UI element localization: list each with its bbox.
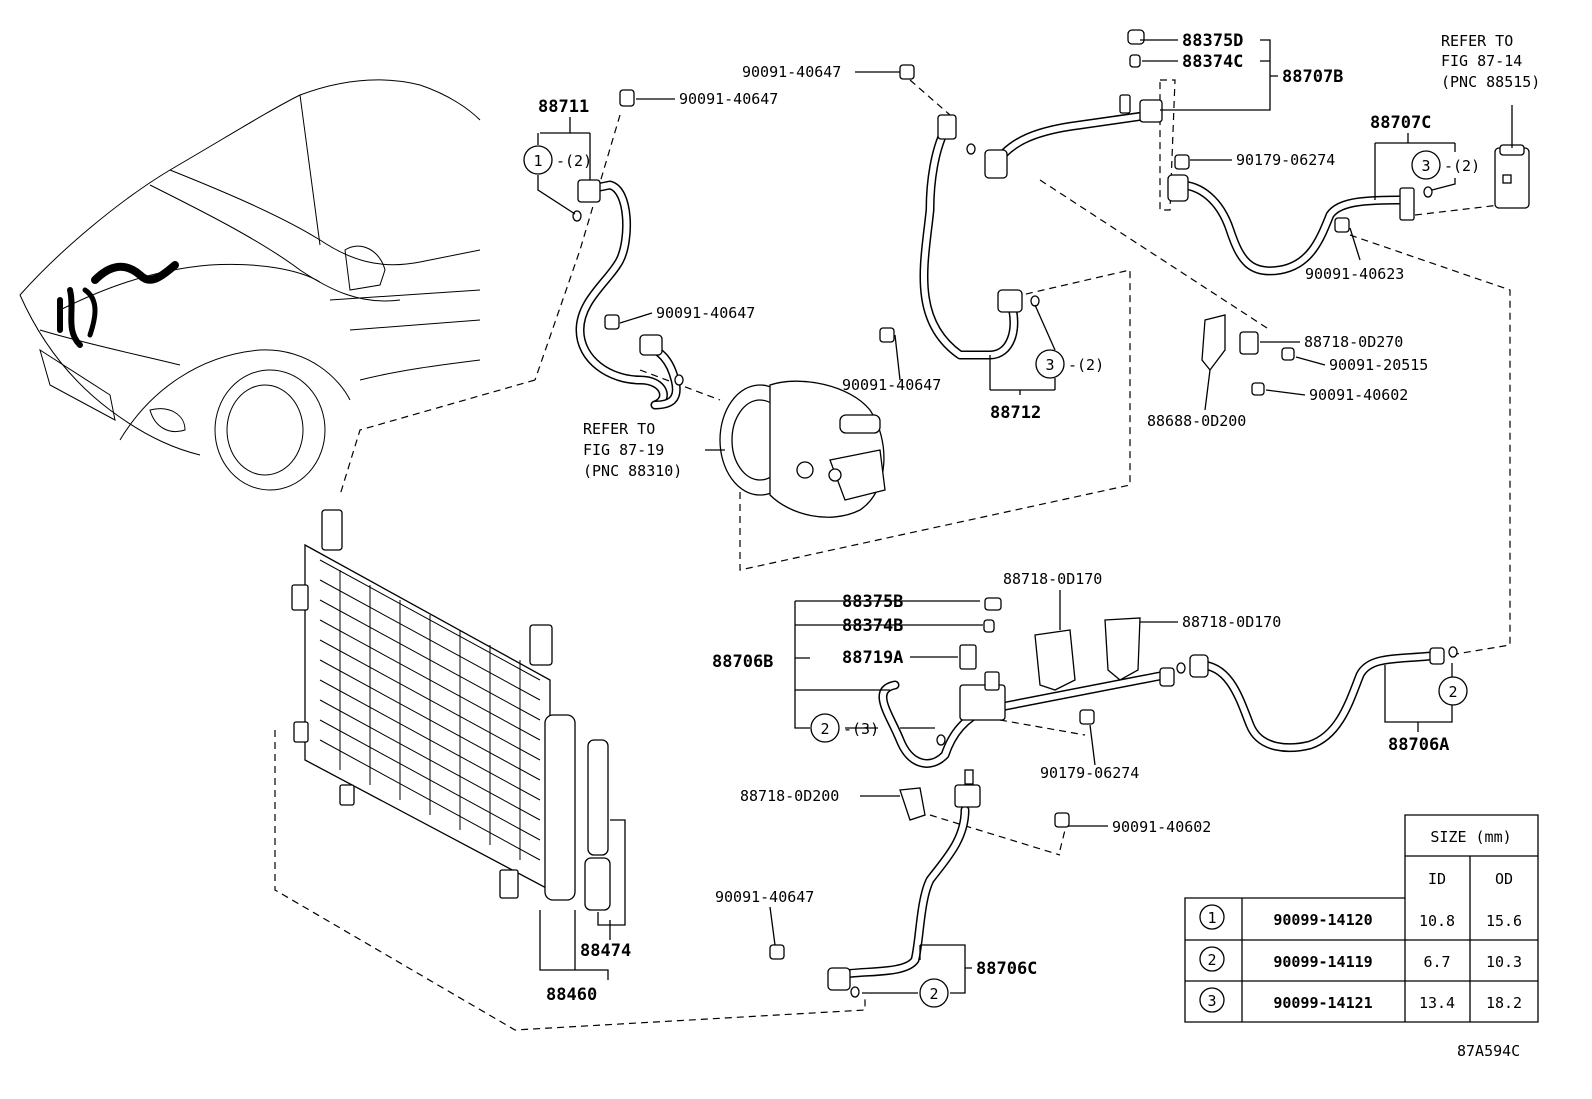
- svg-text:90099-14119: 90099-14119: [1273, 953, 1372, 971]
- marker-3-88707C: 3 -(2): [1411, 150, 1480, 180]
- svg-text:2: 2: [929, 985, 938, 1003]
- svg-text:-(2): -(2): [556, 152, 592, 170]
- callout-88375D: 88375D: [1182, 31, 1243, 51]
- callout-labels: 88711 90091-40647 90091-40647 90091-4064…: [538, 31, 1540, 1060]
- o-rings: [572, 143, 1458, 998]
- callout-88688-0D200: 88688-0D200: [1147, 412, 1246, 430]
- svg-text:2: 2: [820, 720, 829, 738]
- pipe-88706A: [1189, 647, 1445, 753]
- svg-text:1: 1: [533, 152, 542, 170]
- svg-text:(PNC 88515): (PNC 88515): [1441, 73, 1540, 91]
- pipe-88711: [575, 179, 681, 410]
- callout-88711: 88711: [538, 97, 589, 117]
- reference-fig-87-19: REFER TO FIG 87-19 (PNC 88310): [583, 420, 682, 480]
- pipe-88706B: [878, 644, 1175, 768]
- callout-88718-0D170-a: 88718-0D170: [1003, 570, 1102, 588]
- callout-88374C: 88374C: [1182, 52, 1243, 72]
- svg-text:REFER TO: REFER TO: [583, 420, 655, 438]
- svg-text:-(3): -(3): [843, 720, 879, 738]
- svg-text:6.7: 6.7: [1423, 953, 1450, 971]
- circle-markers: 1 -(2) 3 -(2) 3 -(2) 2 -(3) 2 2: [523, 145, 1480, 1008]
- callout-88707C: 88707C: [1370, 113, 1431, 133]
- callout-88474: 88474: [580, 941, 631, 961]
- size-table-header-od: OD: [1495, 870, 1513, 888]
- callout-88706A: 88706A: [1388, 735, 1449, 755]
- svg-text:10.8: 10.8: [1419, 912, 1455, 930]
- callout-90091-40647-e: 90091-40647: [715, 888, 814, 906]
- svg-text:10.3: 10.3: [1486, 953, 1522, 971]
- pipe-88707B: [984, 94, 1163, 179]
- svg-text:FIG 87-19: FIG 87-19: [583, 441, 664, 459]
- callout-88706B: 88706B: [712, 652, 773, 672]
- marker-2-88706A: 2: [1438, 676, 1468, 706]
- size-table: SIZE (mm) ID OD 1 90099-14120 10.8 15.6 …: [1184, 814, 1539, 1023]
- leader-lines: [537, 39, 1513, 994]
- condenser: [291, 509, 611, 911]
- pipe-88707C: [1167, 154, 1415, 276]
- callout-90179-06274-a: 90179-06274: [1236, 151, 1335, 169]
- callout-88718-0D170-b: 88718-0D170: [1182, 613, 1281, 631]
- callout-90091-40602-a: 90091-40602: [1309, 386, 1408, 404]
- svg-text:3: 3: [1421, 157, 1430, 175]
- callout-88707B: 88707B: [1282, 67, 1343, 87]
- dashed-guide-lines: [274, 79, 1511, 1031]
- size-table-header-id: ID: [1428, 870, 1446, 888]
- svg-text:15.6: 15.6: [1486, 912, 1522, 930]
- callout-90091-40647-d: 90091-40647: [842, 376, 941, 394]
- car-illustration: [19, 79, 481, 491]
- marker-2-88706B: 2 -(3): [810, 713, 879, 743]
- svg-text:90099-14121: 90099-14121: [1273, 994, 1372, 1012]
- marker-2-88706C: 2: [919, 978, 949, 1008]
- pipe-88712: [919, 114, 1023, 360]
- clamps: [899, 314, 1259, 821]
- size-table-row: 1 90099-14120 10.8 15.6: [1199, 904, 1522, 930]
- marker-3-88712: 3 -(2): [1035, 349, 1104, 379]
- callout-88718-0D270: 88718-0D270: [1304, 333, 1403, 351]
- pipe-88706C: [827, 769, 981, 991]
- callout-88375B: 88375B: [842, 592, 903, 612]
- svg-text:1: 1: [1207, 909, 1216, 927]
- callout-90091-20515: 90091-20515: [1329, 356, 1428, 374]
- callout-90179-06274-b: 90179-06274: [1040, 764, 1139, 782]
- size-table-row: 2 90099-14119 6.7 10.3: [1199, 946, 1522, 972]
- fasteners: [604, 29, 1350, 960]
- callout-90091-40647-b: 90091-40647: [742, 63, 841, 81]
- callout-88706C: 88706C: [976, 959, 1037, 979]
- svg-text:90099-14120: 90099-14120: [1273, 911, 1372, 929]
- compressor: [719, 380, 886, 518]
- svg-text:2: 2: [1207, 951, 1216, 969]
- callout-88374B: 88374B: [842, 616, 903, 636]
- svg-text:-(2): -(2): [1444, 157, 1480, 175]
- callout-88719A: 88719A: [842, 648, 903, 668]
- callout-88712: 88712: [990, 403, 1041, 423]
- svg-text:3: 3: [1207, 992, 1216, 1010]
- marker-1-88711: 1 -(2): [523, 145, 592, 175]
- svg-text:3: 3: [1045, 356, 1054, 374]
- size-table-title: SIZE (mm): [1430, 828, 1511, 846]
- callout-90091-40647-a: 90091-40647: [679, 90, 778, 108]
- expansion-valve: [1494, 144, 1530, 209]
- svg-text:FIG 87-14: FIG 87-14: [1441, 52, 1522, 70]
- svg-text:18.2: 18.2: [1486, 994, 1522, 1012]
- figure-code: 87A594C: [1457, 1042, 1520, 1060]
- svg-text:13.4: 13.4: [1419, 994, 1455, 1012]
- callout-88718-0D200: 88718-0D200: [740, 787, 839, 805]
- svg-text:REFER TO: REFER TO: [1441, 32, 1513, 50]
- size-table-row: 3 90099-14121 13.4 18.2: [1199, 987, 1522, 1013]
- callout-90091-40602-b: 90091-40602: [1112, 818, 1211, 836]
- svg-text:(PNC 88310): (PNC 88310): [583, 462, 682, 480]
- reference-fig-87-14: REFER TO FIG 87-14 (PNC 88515): [1441, 32, 1540, 91]
- svg-text:-(2): -(2): [1068, 356, 1104, 374]
- callout-90091-40647-c: 90091-40647: [656, 304, 755, 322]
- svg-text:2: 2: [1448, 683, 1457, 701]
- callout-90091-40623: 90091-40623: [1305, 265, 1404, 283]
- callout-88460: 88460: [546, 985, 597, 1005]
